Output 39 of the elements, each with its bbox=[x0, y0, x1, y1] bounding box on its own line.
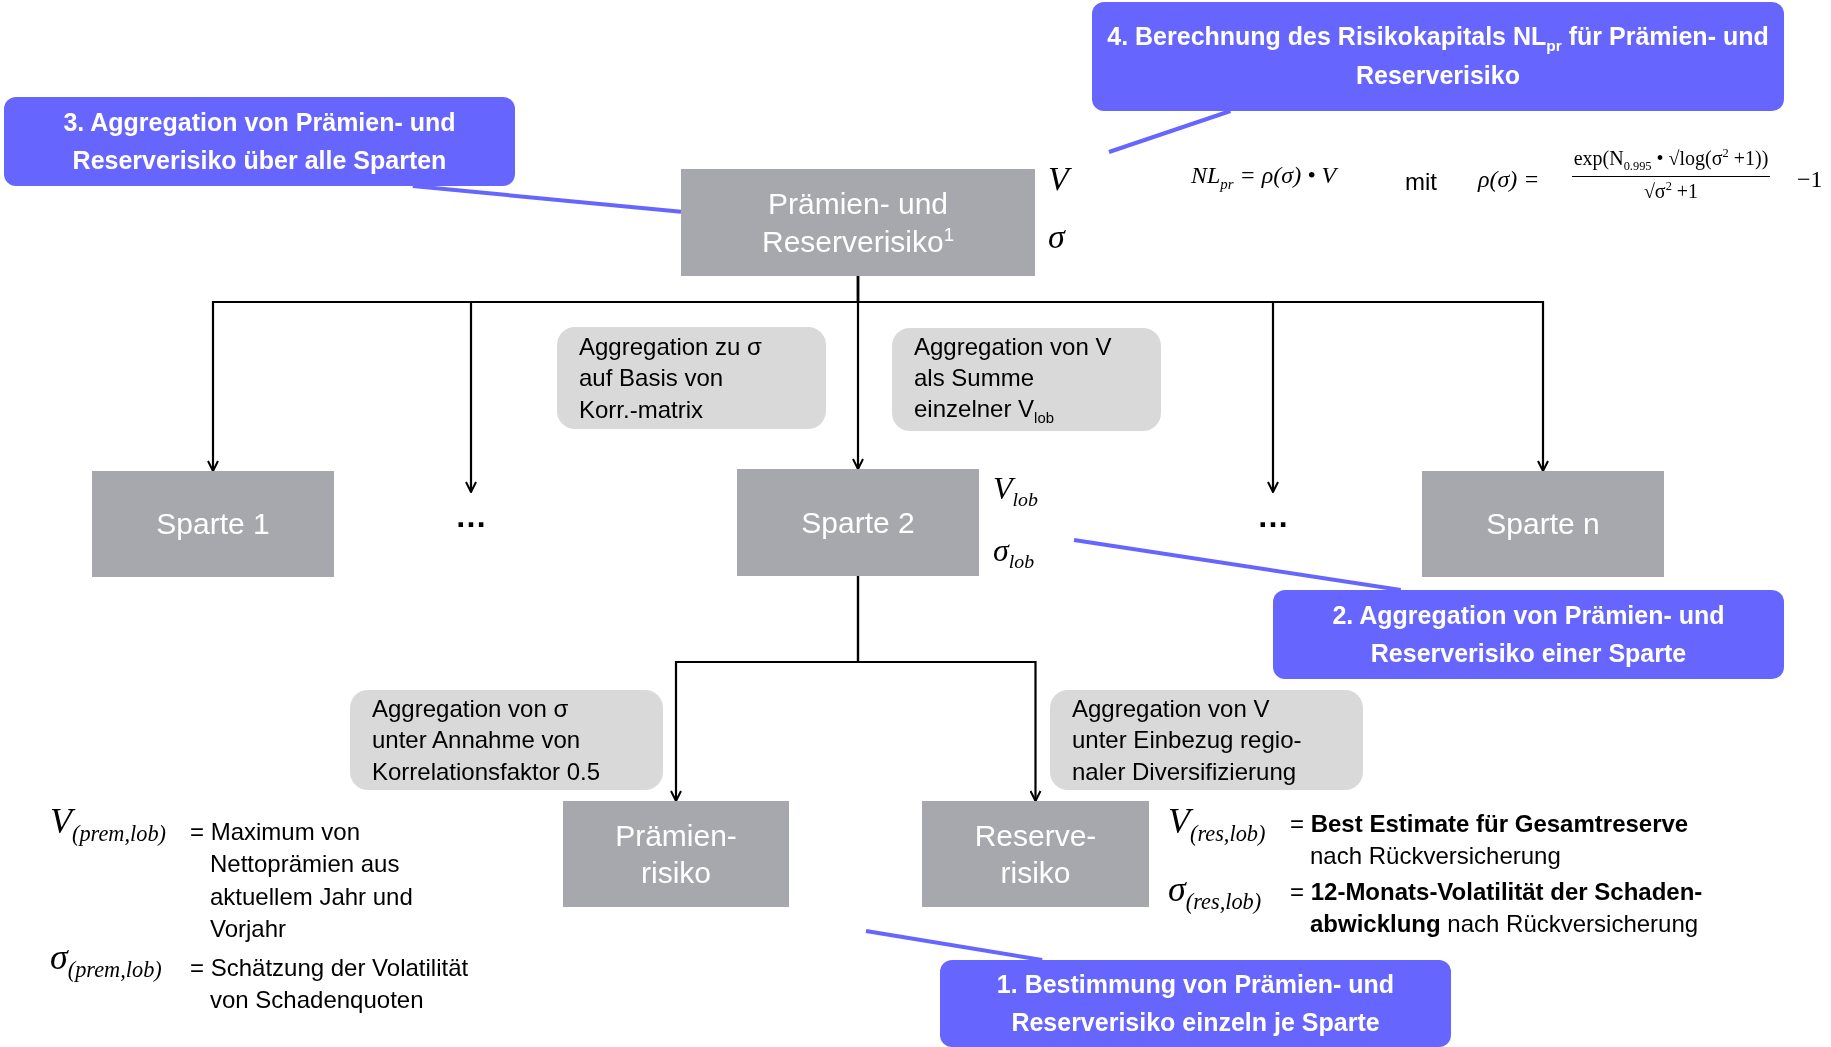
ellipsis-text: … bbox=[1250, 492, 1296, 540]
annotation-box: Aggregation von V als Summe einzelner V$_{lob}$ bbox=[892, 328, 1161, 431]
definition-text: = Best Estimate für Gesamtreserve nach Rückversicherung bbox=[1290, 809, 1690, 872]
formula: NL$_{pr}$ = ρ(σ) • V bbox=[1191, 162, 1337, 193]
definition-text: = 12-Monats-Volatilität der Schaden- abwicklung nach Rückversicherung bbox=[1290, 877, 1704, 940]
variable-symbol: σ$_{(res,lob)}$ bbox=[1168, 868, 1262, 916]
leader-line bbox=[865, 929, 1043, 962]
annotation-box: Aggregation zu σ auf Basis von Korr.-matrix bbox=[557, 327, 826, 429]
callout-bubble: 2. Aggregation von Prämien- und Reserverisiko einer Sparte bbox=[1273, 590, 1784, 679]
leader-line bbox=[1108, 109, 1232, 154]
formula: ρ(σ) = bbox=[1478, 166, 1540, 193]
process-box: Sparte n bbox=[1422, 471, 1664, 577]
process-box: Sparte 1 bbox=[92, 471, 334, 577]
variable-symbol: V$_{lob}$ bbox=[993, 470, 1038, 512]
annotation-box: Aggregation von V unter Einbezug regio- naler Diversifizierung bbox=[1050, 690, 1363, 790]
formula: √σ$^{2}$ +1 bbox=[1643, 177, 1699, 203]
leader-line bbox=[1073, 538, 1402, 592]
arrow bbox=[856, 576, 1042, 802]
callout-bubble: 1. Bestimmung von Prämien- und Reserverisiko einzeln je Sparte bbox=[940, 960, 1451, 1047]
callout-bubble: 3. Aggregation von Prämien- und Reserverisiko über alle Sparten bbox=[4, 97, 515, 186]
ellipsis-text: … bbox=[448, 492, 494, 540]
formula: −1 bbox=[1797, 166, 1823, 193]
process-box: Reserve- risiko bbox=[922, 801, 1149, 907]
variable-symbol: V$_{(res,lob)}$ bbox=[1168, 800, 1266, 848]
variable-symbol: σ bbox=[1048, 218, 1065, 256]
formula: exp(N$_{0.995}$ • √log(σ$^{2}$ +1)) bbox=[1571, 146, 1771, 177]
formula-text: mit bbox=[1405, 168, 1437, 196]
arrow bbox=[856, 276, 1549, 472]
callout-bubble: 4. Berechnung des Risikokapitals NL$_{pr}$ für Prämien- und Reserverisiko bbox=[1092, 2, 1784, 111]
definition-text: = Maximum von Nettoprämien aus aktuellem Jahr und Vorjahr bbox=[190, 817, 414, 945]
variable-symbol: σ$_{lob}$ bbox=[993, 532, 1035, 574]
variable-symbol: V$_{(prem,lob)}$ bbox=[50, 800, 166, 848]
annotation-box: Aggregation von σ unter Annahme von Korrelationsfaktor 0.5 bbox=[350, 690, 663, 790]
leader-line bbox=[412, 184, 682, 214]
process-box: Prämien- und Reserverisiko$^{1}$ bbox=[681, 169, 1035, 276]
variable-symbol: σ$_{(prem,lob)}$ bbox=[50, 936, 162, 984]
process-box: Sparte 2 bbox=[737, 469, 979, 576]
process-box: Prämien- risiko bbox=[563, 801, 789, 907]
definition-text: = Schätzung der Volatilität von Schadenquoten bbox=[190, 953, 470, 1016]
